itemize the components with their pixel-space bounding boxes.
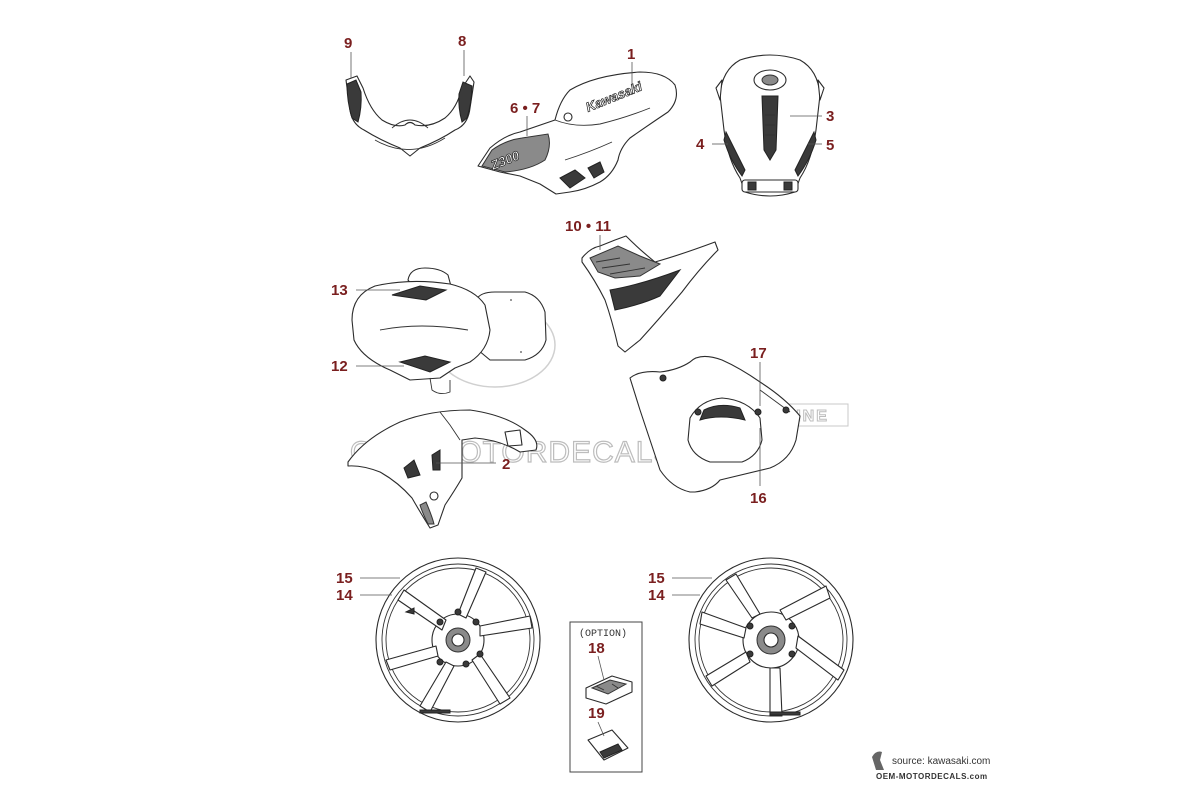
source-line-1: source: kawasaki.com xyxy=(892,756,990,767)
side-shroud-part: Kawasaki Z300 xyxy=(477,71,677,195)
callout-3: 3 xyxy=(826,108,834,125)
front-wheel-spokes xyxy=(385,567,533,713)
source-line-2: OEM-MOTORDECALS.com xyxy=(876,772,988,781)
callout-6-7: 6 • 7 xyxy=(510,100,540,117)
front-cowl-part xyxy=(345,75,475,157)
callout-8: 8 xyxy=(458,33,466,50)
callout-19: 19 xyxy=(588,705,605,722)
callout-17: 17 xyxy=(750,345,767,362)
option-label: (OPTION) xyxy=(579,628,627,640)
callout-14-front: 14 xyxy=(336,587,353,604)
callout-4: 4 xyxy=(696,136,705,153)
callout-10-11: 10 • 11 xyxy=(565,218,611,235)
callout-15-rear: 15 xyxy=(648,570,665,587)
rear-wheel-part xyxy=(688,557,854,723)
leader-lines xyxy=(350,50,822,737)
callout-16: 16 xyxy=(750,490,767,507)
front-fender-part xyxy=(347,409,538,529)
option-box: (OPTION) xyxy=(569,621,643,773)
fuel-tank-part xyxy=(715,54,825,197)
callout-2: 2 xyxy=(502,456,510,473)
knee-pad-part xyxy=(587,729,629,761)
callout-9: 9 xyxy=(344,35,352,52)
front-wheel-part xyxy=(375,557,541,723)
callout-numbers: 9 8 1 6 • 7 3 4 5 10 • 11 13 12 2 17 16 … xyxy=(331,33,834,722)
callout-18: 18 xyxy=(588,640,605,657)
side-panel-part xyxy=(581,235,719,353)
source-logo-icon xyxy=(872,751,884,770)
tank-pad-part xyxy=(585,675,633,705)
callout-12: 12 xyxy=(331,358,348,375)
callout-13: 13 xyxy=(331,282,348,299)
source-credit: source: kawasaki.com OEM-MOTORDECALS.com xyxy=(872,751,990,781)
callout-5: 5 xyxy=(826,137,834,154)
rear-wheel-spokes xyxy=(699,573,845,717)
callout-1: 1 xyxy=(627,46,635,63)
headlight-cowl-part xyxy=(351,267,547,395)
tail-cowl-part xyxy=(629,355,801,493)
callout-15-front: 15 xyxy=(336,570,353,587)
callout-14-rear: 14 xyxy=(648,587,665,604)
